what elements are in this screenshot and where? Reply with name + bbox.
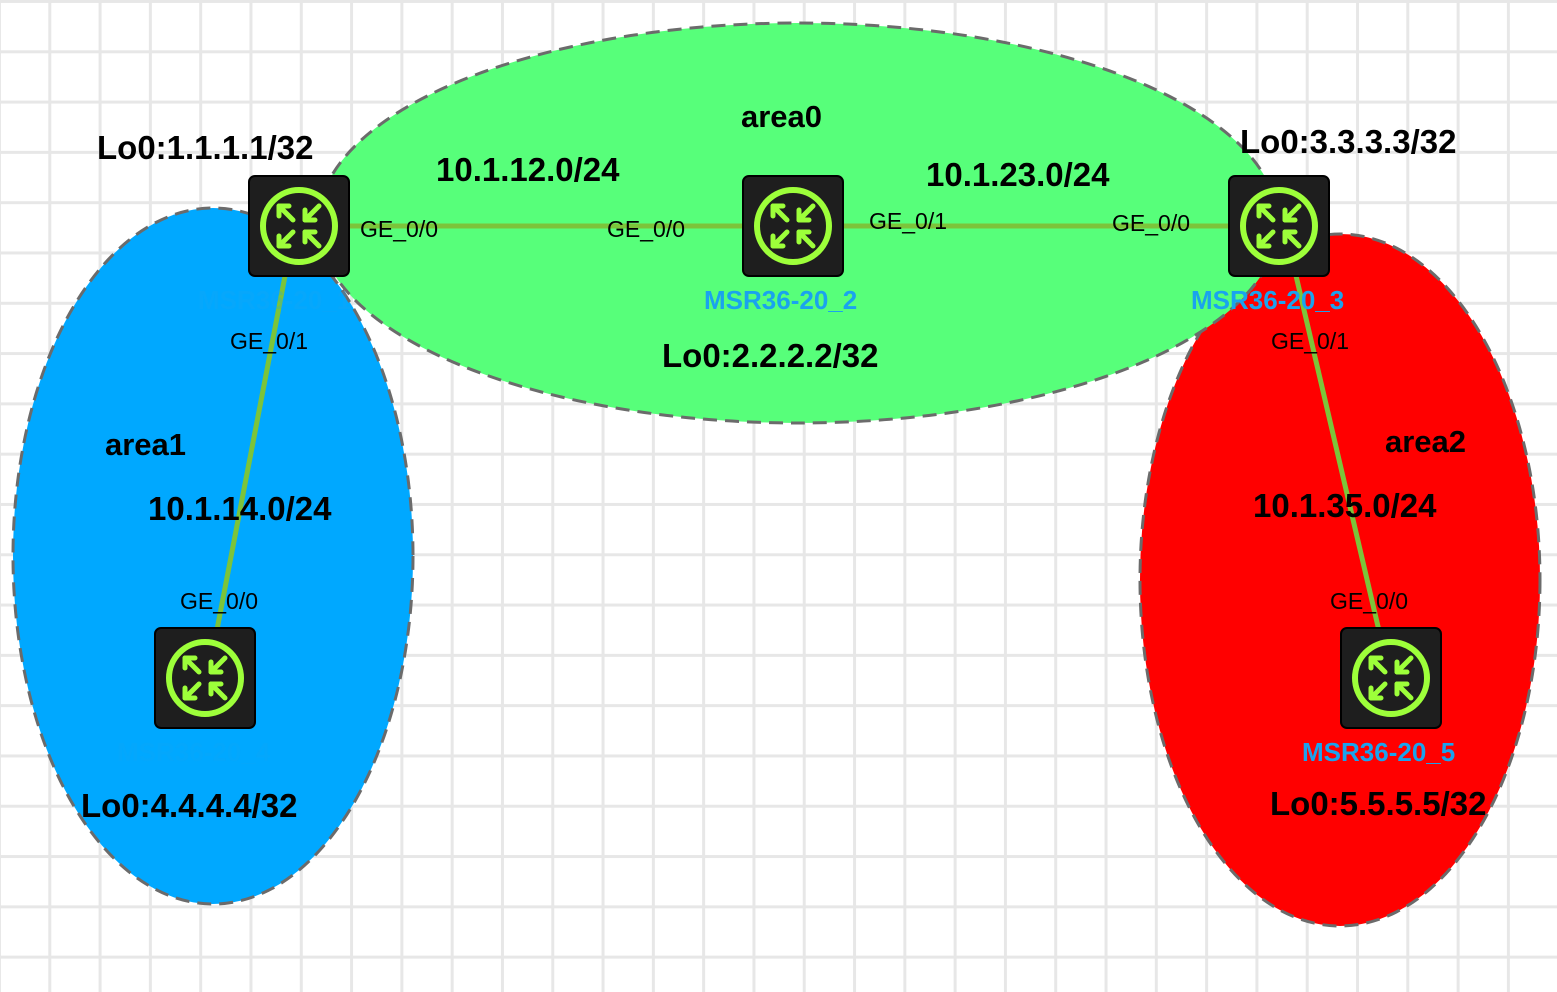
area2-region — [1138, 232, 1542, 928]
router-name-r2: MSR36-20_2 — [704, 285, 857, 315]
router-icon — [1229, 176, 1329, 276]
port-label-r2-ge01: GE_0/1 — [869, 208, 947, 234]
router-icon — [155, 628, 255, 728]
area0-label: area0 — [741, 99, 822, 134]
area2-label: area2 — [1385, 424, 1466, 459]
router-name-r5: MSR36-20_5 — [1302, 737, 1455, 767]
port-label-r3-ge00: GE_0/0 — [1112, 210, 1190, 236]
router-r2[interactable] — [743, 176, 843, 276]
area1-label: area1 — [105, 427, 186, 462]
subnet-label-r3-r5: 10.1.35.0/24 — [1253, 487, 1437, 524]
loopback-label-r4: Lo0:4.4.4.4/32 — [81, 787, 297, 824]
subnet-label-r2-r3: 10.1.23.0/24 — [926, 156, 1110, 193]
loopback-label-r2: Lo0:2.2.2.2/32 — [662, 337, 878, 374]
router-name-r1: MSR36-20_1 — [198, 285, 351, 315]
port-label-r1-ge01: GE_0/1 — [230, 328, 308, 354]
port-label-r4-ge00: GE_0/0 — [180, 588, 258, 614]
router-r5[interactable] — [1341, 628, 1441, 728]
router-icon — [743, 176, 843, 276]
port-label-r3-ge01: GE_0/1 — [1271, 328, 1349, 354]
port-label-r2-ge00: GE_0/0 — [607, 216, 685, 242]
link-r1-r4 — [212, 249, 293, 641]
router-r3[interactable] — [1229, 176, 1329, 276]
loopback-label-r3: Lo0:3.3.3.3/32 — [1240, 123, 1456, 160]
area1-region — [11, 206, 415, 906]
router-icon — [249, 176, 349, 276]
loopback-label-r5: Lo0:5.5.5.5/32 — [1270, 785, 1486, 822]
router-r4[interactable] — [155, 628, 255, 728]
port-label-r5-ge00: GE_0/0 — [1330, 588, 1408, 614]
subnet-label-r1-r4: 10.1.14.0/24 — [148, 490, 332, 527]
subnet-label-r1-r2: 10.1.12.0/24 — [436, 151, 620, 188]
router-r1[interactable] — [249, 176, 349, 276]
router-name-r4: MSR36-20_4 — [117, 737, 271, 767]
loopback-label-r1: Lo0:1.1.1.1/32 — [97, 129, 313, 166]
port-label-r1-ge00: GE_0/0 — [360, 216, 438, 242]
router-icon — [1341, 628, 1441, 728]
link-r3-r5 — [1287, 249, 1383, 636]
router-name-r3: MSR36-20_3 — [1191, 285, 1344, 315]
